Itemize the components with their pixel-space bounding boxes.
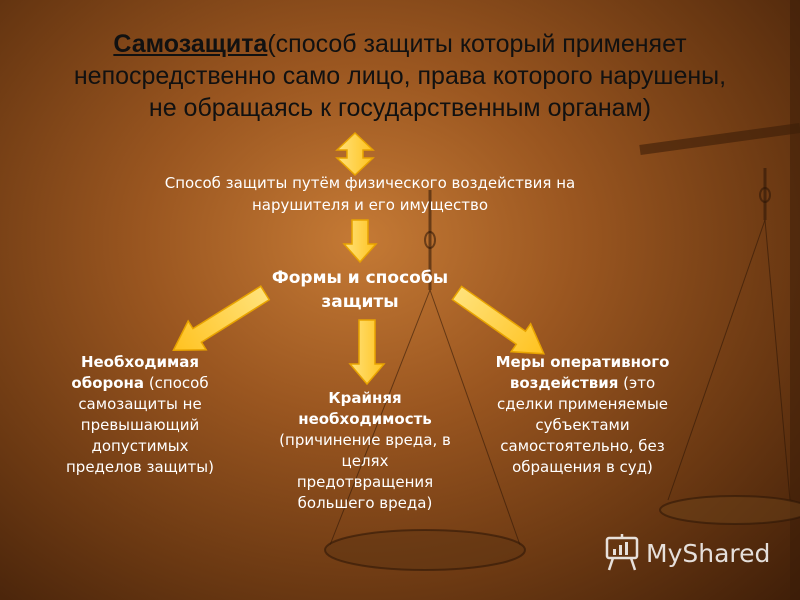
myshared-logo[interactable]: MyShared	[604, 533, 770, 573]
center-down-arrow-icon	[348, 319, 386, 386]
logo-text: MyShared	[646, 538, 771, 568]
box-center-title: Крайняя необходимость	[298, 389, 432, 428]
page-title: Самозащита(способ защиты который применя…	[20, 28, 780, 124]
title-line3: не обращаясь к государственным органам)	[148, 94, 652, 122]
box-necessary-defense: Необходимая оборона (способ самозащиты н…	[55, 352, 225, 478]
box-extreme-necessity: Крайняя необходимость (причинение вреда,…	[275, 388, 455, 514]
box-left-text: (способ самозащиты не превышающий допуст…	[65, 374, 214, 476]
right-arrow-icon	[451, 285, 546, 355]
box-left-title: Необходимая оборона	[71, 353, 200, 392]
title-line2: непосредственно само лицо, права которог…	[73, 62, 727, 90]
down-arrow-icon	[342, 219, 378, 264]
forms-heading: Формы и способы защиты	[271, 268, 449, 312]
box-center-text: (причинение вреда, в целях предотвращени…	[279, 431, 451, 512]
left-arrow-icon	[172, 285, 271, 351]
presentation-board-icon	[605, 534, 639, 571]
box-right-text: (это сделки применяемые субъектами самос…	[496, 374, 669, 476]
method-description: Способ защиты путём физического воздейст…	[164, 174, 576, 214]
double-arrow-icon	[335, 131, 375, 177]
title-rest-line1: (способ защиты который применяет	[267, 30, 687, 58]
box-operative-measures: Меры оперативного воздействия (это сделк…	[495, 352, 670, 478]
box-right-title: Меры оперативного воздействия	[495, 353, 670, 392]
title-keyword: Самозащита	[113, 30, 268, 58]
